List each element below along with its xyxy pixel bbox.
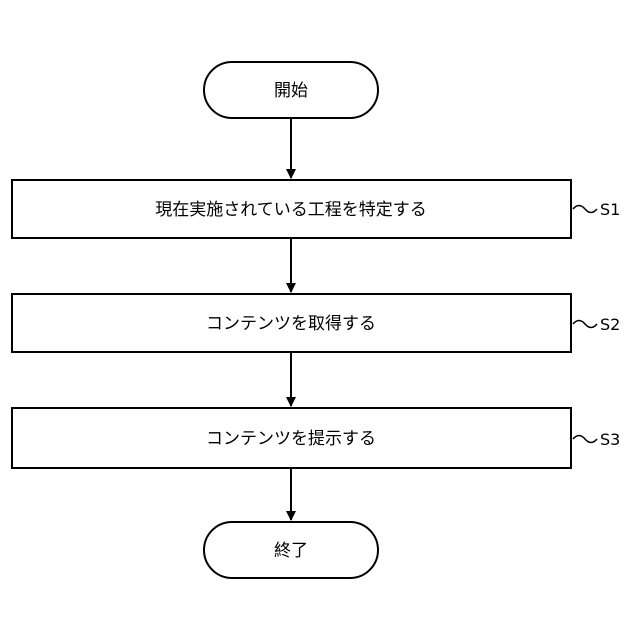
end-terminal: 終了	[204, 522, 378, 578]
process-step-s2: コンテンツを取得する	[12, 294, 571, 352]
step-s2-id: S2	[600, 315, 620, 334]
step-s1-id: S1	[600, 200, 620, 219]
step-s2-label: コンテンツを取得する	[206, 314, 376, 334]
end-label: 終了	[274, 541, 308, 561]
start-label: 開始	[274, 81, 308, 101]
step-s2-leader	[573, 321, 597, 328]
step-s1-label: 現在実施されている工程を特定する	[155, 200, 427, 220]
process-step-s3: コンテンツを提示する	[12, 408, 571, 468]
start-terminal: 開始	[204, 62, 378, 118]
step-s3-label: コンテンツを提示する	[206, 429, 376, 449]
step-s3-leader	[573, 436, 597, 443]
process-step-s1: 現在実施されている工程を特定する	[12, 180, 571, 238]
step-s3-id: S3	[600, 430, 620, 449]
step-s1-leader	[573, 206, 597, 213]
